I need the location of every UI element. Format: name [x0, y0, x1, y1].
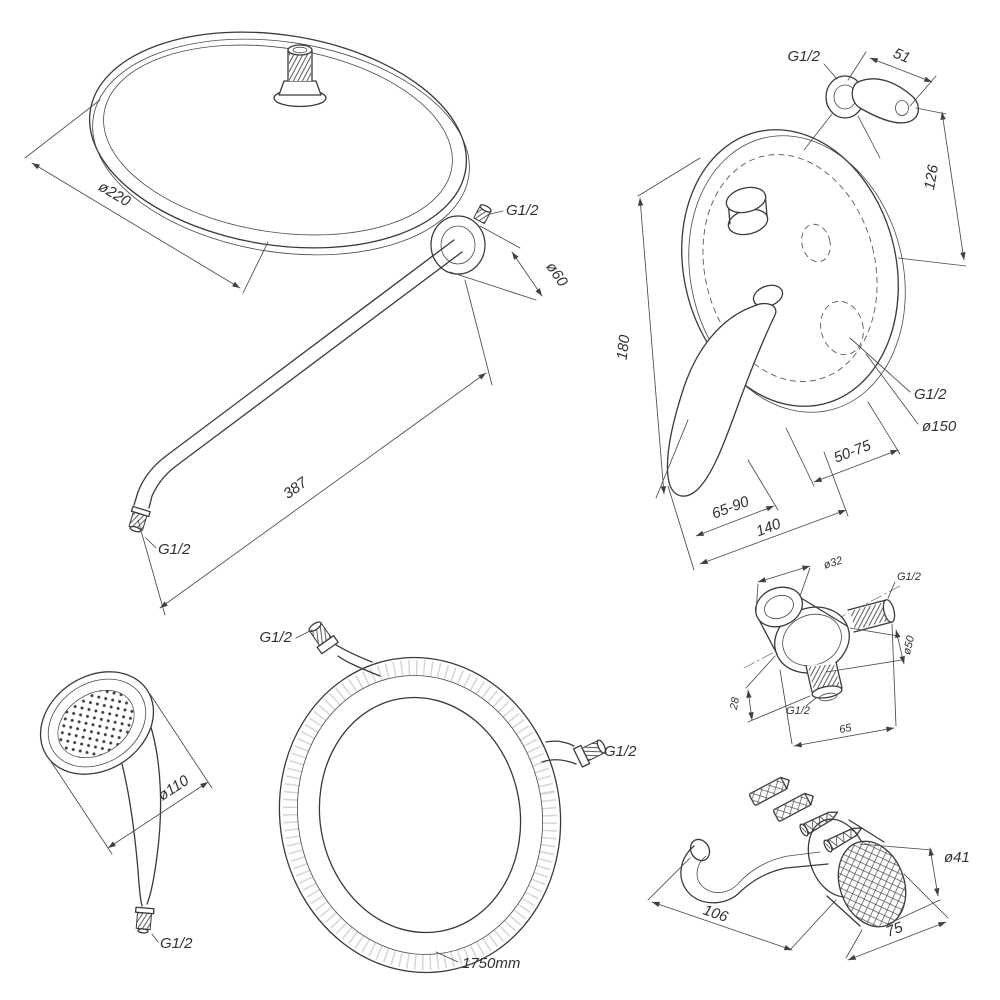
mixer-plate: [681, 129, 899, 407]
elbow-28-label: 28: [728, 696, 742, 712]
mixer-126-label: 126: [921, 163, 942, 191]
dim-mixer: G1/2 51 126 180 G1/2 ø150 50-75 65-90 14…: [614, 45, 967, 571]
arm-flange-diameter-label: ø60: [542, 259, 571, 290]
mixer-50-75-label: 50-75: [831, 437, 874, 467]
screw: [823, 827, 863, 853]
hose-left-thread-label: G1/2: [259, 629, 292, 646]
elbow-32-label: ø32: [822, 555, 844, 572]
hose-left-fitting: [308, 621, 339, 655]
hand-shower-diameter-label: ø110: [155, 772, 193, 805]
wall-plug: [773, 792, 814, 822]
dim-rain-diameter-label: ø220: [95, 178, 134, 211]
mixer-51-label: 51: [891, 45, 913, 67]
dim-rain-head: ø220: [24, 99, 269, 294]
elbow-50-label: ø50: [901, 634, 917, 656]
shower-hose: [278, 621, 607, 974]
mixer-plate-diameter-label: ø150: [922, 418, 957, 435]
wall-outlet-elbow: [743, 585, 901, 702]
dim-shower-arm: G1/2 ø60 387 G1/2: [137, 202, 571, 616]
mixer-knob: [725, 186, 767, 214]
mixer-65-90-label: 65-90: [709, 493, 752, 523]
elbow-bottom-thread-label: G1/2: [786, 705, 810, 717]
mixer-140-label: 140: [754, 515, 784, 540]
bracket-75-label: 75: [884, 919, 906, 941]
arm-length-label: 387: [280, 474, 311, 503]
arm-flange: [430, 215, 486, 275]
hand-shower: [39, 671, 162, 934]
hand-shower-thread: [134, 906, 155, 934]
screw: [799, 811, 839, 837]
dim-wall-elbow: ø32 G1/2 ø50 28 G1/2 65: [728, 555, 921, 748]
dim-wall-bracket: ø41 106 75: [647, 843, 970, 961]
bracket-diameter-label: ø41: [944, 849, 970, 866]
dim-hose: G1/2 G1/2 1750mm: [259, 629, 637, 972]
wall-plug: [749, 776, 790, 806]
elbow-65-label: 65: [838, 722, 853, 736]
rain-shower-head: [88, 31, 470, 256]
hand-shower-thread-label: G1/2: [160, 935, 193, 952]
hose-length-label: 1750mm: [462, 955, 520, 972]
arm-tip-thread-label: G1/2: [158, 541, 191, 558]
hose-right-thread-label: G1/2: [604, 743, 637, 760]
mixer-bottom-thread-label: G1/2: [914, 386, 947, 403]
mixer-180-label: 180: [614, 333, 634, 361]
elbow-side-thread-label: G1/2: [897, 571, 921, 583]
mixer-top-thread-label: G1/2: [787, 48, 820, 65]
bracket-106-label: 106: [701, 902, 731, 926]
arm-wall-thread-label: G1/2: [506, 202, 539, 219]
mixer-lever: [666, 302, 777, 497]
mixer-valve: [666, 75, 919, 497]
wall-bracket: [680, 776, 907, 928]
hose-right-fitting: [572, 739, 607, 768]
